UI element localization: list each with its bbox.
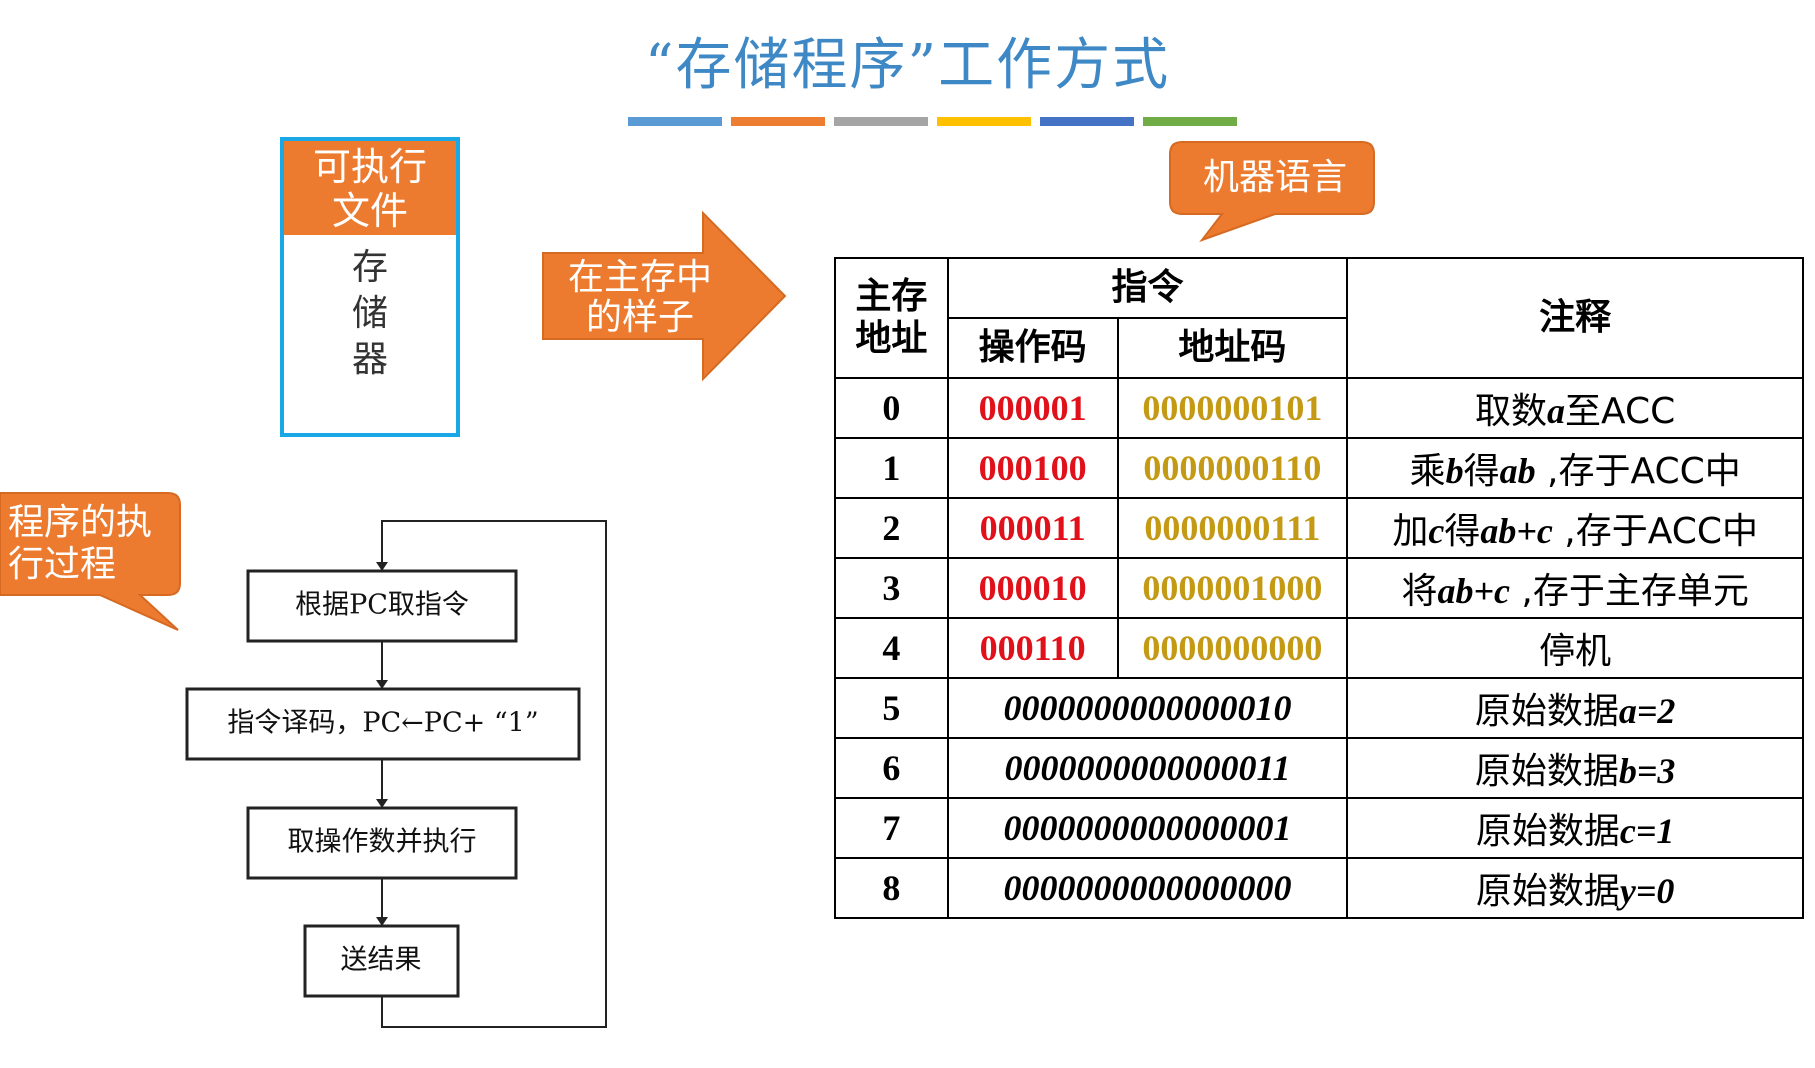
- cell-note: 原始数据a=2: [1346, 677, 1804, 739]
- cell-address: 1: [834, 437, 949, 499]
- note-text: 原始数据: [1475, 871, 1620, 912]
- cell-opcode: 000010: [946, 557, 1119, 619]
- cell-opcode: 000011: [946, 497, 1119, 559]
- cell-opcode: 000110: [946, 617, 1119, 679]
- header-opcode: 操作码: [946, 317, 1119, 379]
- note-variable: a: [1547, 391, 1566, 431]
- cell-opcode: 000001: [946, 377, 1119, 439]
- note-text: 原始数据: [1475, 811, 1620, 852]
- process-callout-shape: [0, 492, 181, 631]
- cell-address: 0: [834, 377, 949, 439]
- cell-address: 6: [834, 737, 949, 799]
- cell-address: 5: [834, 677, 949, 739]
- cell-note: 将ab+c ,存于主存单元: [1346, 557, 1804, 619]
- page-title: “存储程序”工作方式: [644, 33, 1171, 98]
- cell-opcode: 000100: [946, 437, 1119, 499]
- note-variable: b: [1445, 451, 1464, 491]
- note-variable: y=0: [1619, 871, 1675, 911]
- cell-note: 停机: [1346, 617, 1804, 679]
- title-bar-segment: [628, 117, 722, 126]
- title-bar-segment: [1143, 117, 1237, 126]
- flow-step-result: 送结果: [341, 945, 422, 976]
- cell-address: 8: [834, 857, 949, 919]
- note-text: 停机: [1539, 631, 1612, 672]
- note-text: 将: [1401, 571, 1438, 612]
- cell-addrcode: 0000001000: [1116, 557, 1349, 619]
- memory-label: 存 储 器: [351, 247, 388, 380]
- note-text: 乘: [1409, 451, 1446, 492]
- note-text: 加: [1392, 511, 1429, 552]
- flow-step-execute: 取操作数并执行: [288, 827, 477, 858]
- cell-data-word: 0000000000000001: [946, 797, 1349, 859]
- flow-connectors: [381, 520, 607, 1028]
- machine-language-callout-shape: [1169, 141, 1375, 243]
- title-bar-segment: [937, 117, 1031, 126]
- cell-data-word: 0000000000000010: [946, 677, 1349, 739]
- flow-box-decode: [185, 687, 581, 761]
- cell-address: 7: [834, 797, 949, 859]
- note-variable: ab+c: [1437, 571, 1510, 611]
- arrow-label: 在主存中 的样子: [567, 257, 712, 338]
- cell-addrcode: 0000000110: [1116, 437, 1349, 499]
- note-text: 至ACC: [1565, 391, 1676, 432]
- cell-note: 加c得ab+c ,存于ACC中: [1346, 497, 1804, 559]
- process-label: 程序的执 行过程: [8, 502, 153, 585]
- cell-data-word: 0000000000000000: [946, 857, 1349, 919]
- note-text: 原始数据: [1474, 691, 1619, 732]
- flow-arrowheads: [376, 562, 388, 926]
- machine-language-label: 机器语言: [1202, 157, 1347, 198]
- executable-file-box: 可执行 文件 存 储 器: [280, 137, 460, 437]
- cell-note: 原始数据c=1: [1346, 797, 1804, 859]
- note-text: 原始数据: [1474, 751, 1619, 792]
- note-variable: c=1: [1619, 811, 1675, 851]
- cell-address: 4: [834, 617, 949, 679]
- note-text: 得: [1444, 511, 1481, 552]
- cell-data-word: 0000000000000011: [946, 737, 1349, 799]
- header-instruction: 指令: [946, 257, 1349, 319]
- header-note: 注释: [1346, 257, 1804, 379]
- note-text: 取数: [1475, 391, 1548, 432]
- cell-address: 2: [834, 497, 949, 559]
- cell-address: 3: [834, 557, 949, 619]
- header-address: 主存 地址: [834, 257, 949, 379]
- note-variable: ab+c: [1480, 511, 1553, 551]
- note-text: ,存于主存单元: [1509, 571, 1749, 612]
- title-bar-segment: [731, 117, 825, 126]
- title-bar-segment: [1040, 117, 1134, 126]
- arrow-shape: [542, 210, 787, 382]
- cell-addrcode: 0000000000: [1116, 617, 1349, 679]
- note-variable: b=3: [1618, 751, 1676, 791]
- cell-note: 原始数据b=3: [1346, 737, 1804, 799]
- title-bar-segment: [834, 117, 928, 126]
- note-text: 得: [1463, 451, 1500, 492]
- cell-note: 原始数据y=0: [1346, 857, 1804, 919]
- note-variable: a=2: [1618, 691, 1676, 731]
- cell-addrcode: 0000000101: [1116, 377, 1349, 439]
- note-text: ,存于ACC中: [1552, 511, 1758, 552]
- header-addrcode: 地址码: [1116, 317, 1349, 379]
- cell-note: 乘b得ab ,存于ACC中: [1346, 437, 1804, 499]
- note-text: ,存于ACC中: [1535, 451, 1741, 492]
- executable-file-header: 可执行 文件: [284, 141, 456, 235]
- flow-step-fetch: 根据PC取指令: [295, 590, 469, 621]
- cell-addrcode: 0000000111: [1116, 497, 1349, 559]
- flow-step-decode: 指令译码，PC←PC+ “1”: [227, 708, 538, 739]
- cell-note: 取数a至ACC: [1346, 377, 1804, 439]
- note-variable: c: [1428, 511, 1445, 551]
- note-variable: ab: [1499, 451, 1536, 491]
